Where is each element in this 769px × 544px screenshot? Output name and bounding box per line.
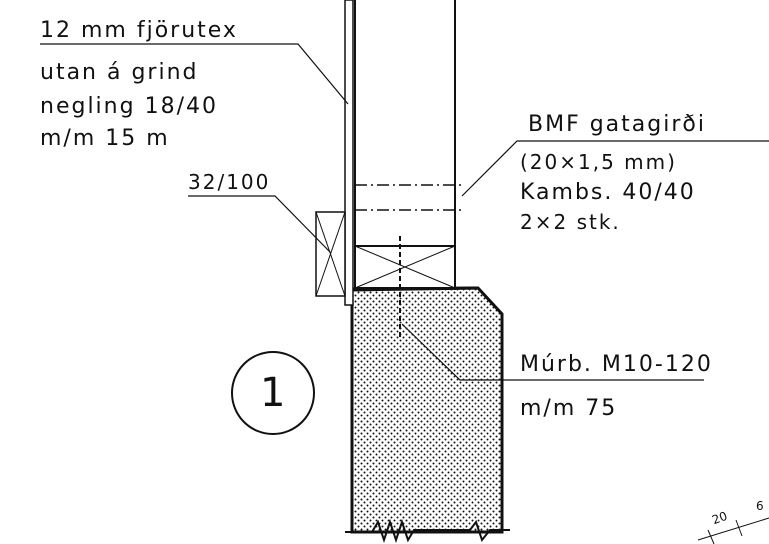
dimension-cut-label: 6 xyxy=(756,499,764,513)
detail-marker-circle xyxy=(231,351,315,435)
dimension-tick-a xyxy=(707,529,715,544)
label-bmf-size: (20×1,5 mm) xyxy=(520,150,677,174)
label-stk: 2×2 stk. xyxy=(520,210,621,234)
label-bmf: BMF gatagirði xyxy=(528,112,706,137)
leader-plank xyxy=(188,195,331,253)
label-fjorutex: 12 mm fjörutex xyxy=(40,18,238,43)
label-utan-grind: utan á grind xyxy=(40,60,199,85)
label-murb: Múrb. M10-120 xyxy=(520,352,713,377)
leader-bmf xyxy=(461,140,769,197)
leader-fjorutex xyxy=(40,43,349,105)
dimension-line xyxy=(697,517,769,541)
label-fjorutex-spacing: m/m 15 m xyxy=(40,126,170,151)
detail-number: 1 xyxy=(260,370,286,416)
foundation-break-line xyxy=(345,518,510,544)
dimension-tick-b xyxy=(735,519,743,537)
plank-cross-b xyxy=(315,211,346,297)
fiber-board-panel xyxy=(344,0,354,306)
label-kambs: Kambs. 40/40 xyxy=(520,180,696,205)
label-negling: negling 18/40 xyxy=(40,94,218,119)
label-murb-spacing: m/m 75 xyxy=(520,396,618,421)
concrete-foundation xyxy=(350,286,504,534)
leader-murb xyxy=(401,323,704,381)
label-plank: 32/100 xyxy=(188,170,271,194)
bottom-plate-cross-b xyxy=(354,245,456,289)
